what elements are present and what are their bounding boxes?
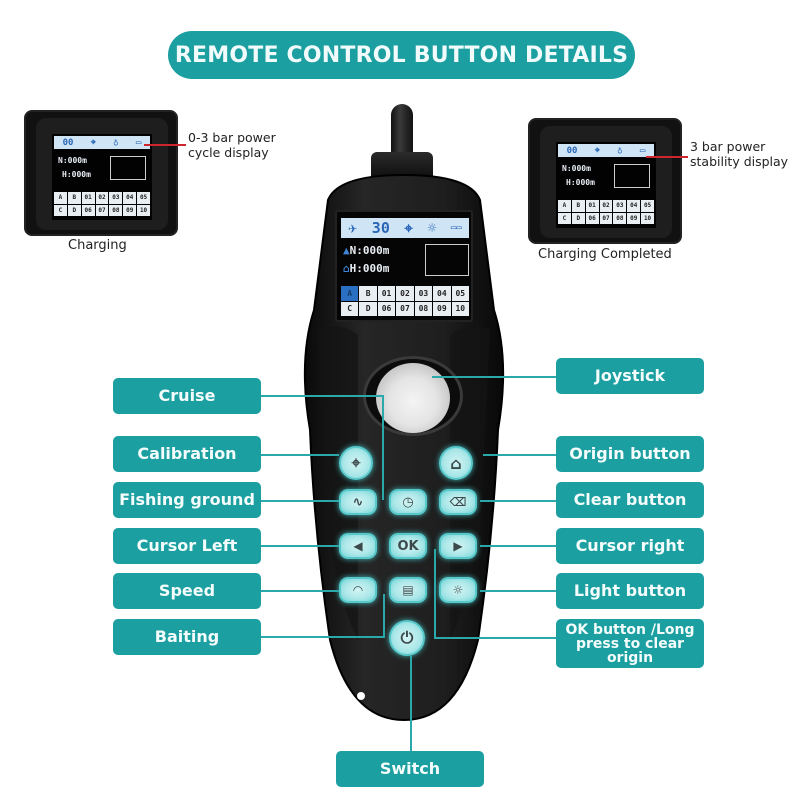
crosshair-icon: ⌖ <box>90 137 96 148</box>
crosshair-icon: ⌖ <box>404 219 413 237</box>
label-cruise: Cruise <box>113 378 261 414</box>
connector-line <box>383 594 385 638</box>
satellite-count: 30 <box>371 219 390 237</box>
bulb-icon: ♁ <box>113 137 119 148</box>
ok-key[interactable]: OK <box>389 533 427 559</box>
label-baiting: Baiting <box>113 619 261 655</box>
charging-completed-caption: Charging Completed <box>538 247 672 262</box>
battery-icon: ▭▭ <box>450 223 462 233</box>
lcd-row-home: ⌂H:000m <box>343 262 390 275</box>
label-clear-button: Clear button <box>556 482 704 518</box>
timer-icon: ◷ <box>402 494 414 510</box>
connector-line <box>382 395 384 500</box>
label-ok-button: OK button /Long press to clear origin <box>556 619 704 668</box>
connector-line <box>261 590 339 592</box>
arrow-right-icon: ▶ <box>453 539 463 553</box>
bulb-icon: ☼ <box>427 219 437 237</box>
baiting-key[interactable]: ▤ <box>389 577 427 603</box>
connector-line <box>480 545 556 547</box>
label-fishing-ground: Fishing ground <box>113 482 261 518</box>
boat-graphic <box>110 156 146 180</box>
crosshair-icon: ⌖ <box>351 453 361 472</box>
joystick[interactable] <box>376 363 450 433</box>
page-title: REMOTE CONTROL BUTTON DETAILS <box>168 31 635 79</box>
lcd-row-north: ▲N:000m <box>343 244 390 257</box>
connector-line <box>434 549 436 639</box>
navigation-arrow-icon: ▲ <box>343 244 350 257</box>
connector-line <box>261 636 384 638</box>
label-cursor-right: Cursor right <box>556 528 704 564</box>
bulb-icon: ☼ <box>452 583 464 597</box>
home-icon: ⌂ <box>343 262 350 275</box>
connector-line <box>261 545 339 547</box>
battery-icon: ▭ <box>135 137 142 148</box>
connector-line <box>261 454 339 456</box>
label-calibration: Calibration <box>113 436 261 472</box>
power-switch-key[interactable]: ⏻ <box>389 620 425 656</box>
home-icon: ⌂ <box>450 453 462 473</box>
calibration-key[interactable]: ⌖ <box>339 446 373 480</box>
crosshair-icon: ⌖ <box>594 145 600 156</box>
cruise-key[interactable]: ◷ <box>389 489 427 515</box>
lcd-status-bar: 00⌖♁▭ <box>558 144 654 157</box>
satellite-icon: ✈ <box>348 219 358 237</box>
connector-line <box>261 500 339 502</box>
fishing-hook-icon: ∿ <box>352 494 364 510</box>
lcd-status-bar: ✈ 30 ⌖ ☼ ▭▭ <box>341 218 469 238</box>
boat-graphic <box>425 244 469 276</box>
power-icon: ⏻ <box>400 628 414 647</box>
origin-key[interactable]: ⌂ <box>439 446 473 480</box>
speed-key[interactable]: ◠ <box>339 577 377 603</box>
battery-icon: ▭ <box>639 145 646 156</box>
fishing-ground-key[interactable]: ∿ <box>339 489 377 515</box>
arrow-left-icon: ◀ <box>353 539 363 553</box>
connector-line <box>410 656 412 752</box>
callout-line <box>646 156 688 158</box>
label-joystick: Joystick <box>556 358 704 394</box>
clear-key[interactable]: ⌫ <box>439 489 477 515</box>
backspace-icon: ⌫ <box>449 495 467 509</box>
connector-line <box>261 395 383 397</box>
connector-line <box>432 376 556 378</box>
label-cursor-left: Cursor Left <box>113 528 261 564</box>
charging-caption: Charging <box>68 238 127 253</box>
speedometer-icon: ◠ <box>353 583 363 597</box>
lcd-status-bar: 00⌖♁▭ <box>54 136 150 149</box>
bulb-icon: ♁ <box>617 145 623 156</box>
label-switch: Switch <box>336 751 484 787</box>
label-light-button: Light button <box>556 573 704 609</box>
connector-line <box>480 590 556 592</box>
power-cycle-note: 0-3 bar power cycle display <box>188 130 276 160</box>
callout-line <box>144 144 186 146</box>
cursor-left-key[interactable]: ◀ <box>339 533 377 559</box>
label-speed: Speed <box>113 573 261 609</box>
connector-line <box>434 637 556 639</box>
power-stability-note: 3 bar power stability display <box>690 139 789 169</box>
bait-box-icon: ▤ <box>402 583 414 597</box>
cursor-right-key[interactable]: ▶ <box>439 533 477 559</box>
label-origin-button: Origin button <box>556 436 704 472</box>
connector-line <box>483 454 556 456</box>
lanyard-hole <box>357 692 365 700</box>
boat-graphic <box>614 164 650 188</box>
light-key[interactable]: ☼ <box>439 577 477 603</box>
connector-line <box>480 500 556 502</box>
